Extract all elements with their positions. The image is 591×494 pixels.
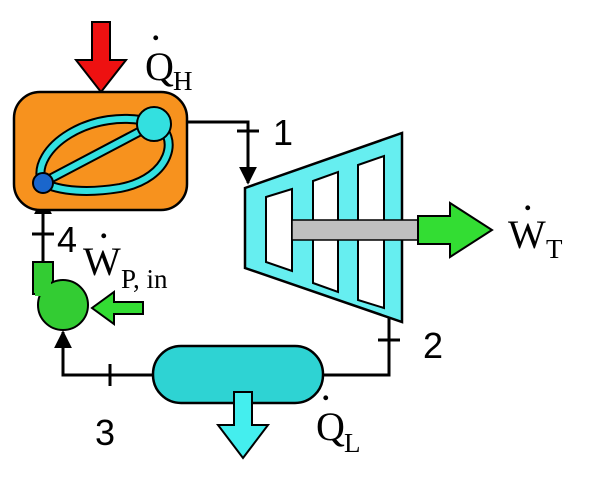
pipe-boiler-to-turbine <box>175 120 257 185</box>
pump <box>32 261 89 331</box>
label-q-h: . Q H <box>145 14 193 96</box>
pump-outlet-pipe-fill <box>35 280 51 296</box>
boiler <box>12 90 189 212</box>
state-ticks <box>32 129 400 386</box>
state-label-1: 1 <box>273 112 293 153</box>
label-q-l-main: Q <box>316 404 345 449</box>
boiler-drum <box>136 106 172 142</box>
label-w-t: . W T <box>508 184 563 264</box>
svg-text:.: . <box>152 14 160 47</box>
label-w-p-main: W <box>83 239 121 284</box>
svg-text:.: . <box>322 374 330 407</box>
boiler-inlet-node <box>32 172 54 194</box>
turbine-work-arrow <box>417 201 494 259</box>
svg-text:.: . <box>100 212 108 245</box>
label-q-l-sub: L <box>344 428 361 458</box>
state-label-3: 3 <box>95 412 115 453</box>
state-label-2: 2 <box>423 325 443 366</box>
label-q-l: . Q L <box>316 374 361 458</box>
heat-in-arrow <box>73 21 129 94</box>
label-w-p-sub: P, in <box>121 264 168 294</box>
pipe-condenser-to-pump <box>54 330 155 377</box>
pump-work-arrow <box>90 290 144 326</box>
label-q-h-sub: H <box>173 66 193 96</box>
heat-out-arrow <box>215 391 271 460</box>
boiler-loop-diagonal-fill <box>42 121 156 185</box>
label-w-p: . W P, in <box>83 212 168 294</box>
boiler-loop-outer-fill <box>37 115 172 194</box>
pipe-turbine-to-condenser <box>320 318 391 377</box>
turbine-blade-1 <box>265 187 293 273</box>
turbine-shaft <box>291 219 419 241</box>
label-w-t-sub: T <box>546 234 563 264</box>
label-q-h-main: Q <box>145 44 174 89</box>
turbine <box>243 131 419 324</box>
state-label-4: 4 <box>57 219 77 260</box>
svg-text:.: . <box>524 184 532 217</box>
label-w-t-main: W <box>508 212 546 257</box>
